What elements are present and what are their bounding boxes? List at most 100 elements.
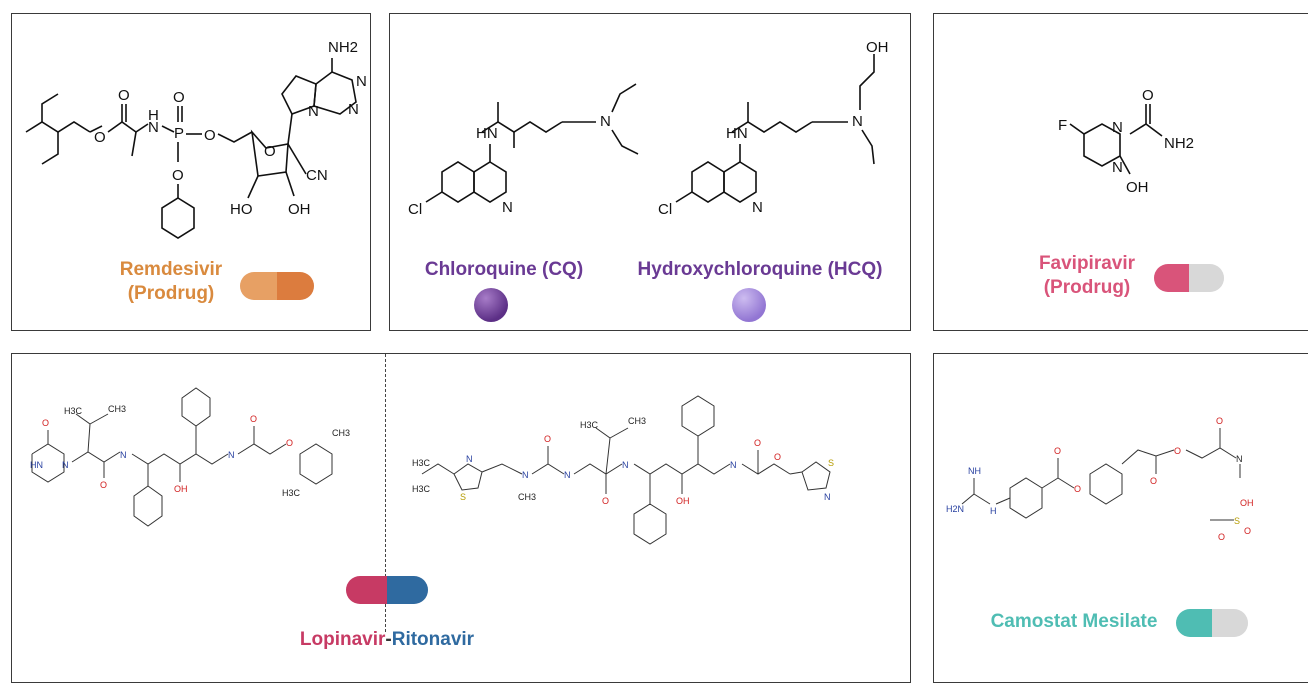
svg-text:HN: HN (726, 125, 748, 142)
svg-text:H: H (148, 107, 159, 124)
svg-text:H2N: H2N (946, 504, 964, 514)
svg-text:O: O (250, 414, 257, 424)
svg-text:N: N (564, 470, 571, 480)
remdesivir-panel: O O H N P O O O O HO OH CN N N N (11, 13, 371, 331)
svg-text:O: O (1142, 87, 1154, 104)
svg-text:N: N (148, 119, 159, 136)
pill-icon (474, 288, 508, 322)
svg-text:HO: HO (230, 201, 253, 218)
favipiravir-name: Favipiravir (1038, 253, 1136, 274)
capsule-icon (1176, 609, 1248, 637)
svg-text:OH: OH (676, 496, 690, 506)
svg-text:S: S (1234, 516, 1240, 526)
svg-text:OH: OH (1126, 179, 1149, 196)
svg-text:O: O (544, 434, 551, 444)
svg-text:O: O (1054, 446, 1061, 456)
svg-text:HN: HN (476, 125, 498, 142)
svg-text:O: O (286, 438, 293, 448)
remdesivir-label: Remdesivir (Prodrug) (106, 258, 236, 306)
svg-text:N: N (308, 103, 319, 120)
svg-text:O: O (1150, 476, 1157, 486)
divider-line (385, 354, 386, 632)
svg-text:O: O (118, 87, 130, 104)
svg-text:NH2: NH2 (1164, 135, 1194, 152)
svg-text:O: O (1244, 526, 1251, 536)
svg-text:N: N (1236, 454, 1243, 464)
atom-o: O (94, 129, 106, 146)
svg-text:OH: OH (288, 201, 311, 218)
camostat-structure: NH H2N H O O O O O N S OH O O (946, 416, 1254, 542)
lopinavir-ritonavir-panel: O HN N H3C CH3 O N OH N O O CH3 H3C H3C … (11, 353, 911, 683)
svg-text:N: N (120, 450, 127, 460)
chloroquine-label: Chloroquine (CQ) (424, 259, 584, 280)
svg-text:O: O (754, 438, 761, 448)
pill-icon (732, 288, 766, 322)
svg-text:O: O (1218, 532, 1225, 542)
svg-text:CH3: CH3 (332, 428, 350, 438)
ritonavir-name: Ritonavir (391, 629, 475, 650)
svg-text:O: O (172, 167, 184, 184)
svg-text:H: H (990, 506, 997, 516)
svg-text:CH3: CH3 (518, 492, 536, 502)
svg-text:N: N (356, 73, 367, 90)
svg-text:OH: OH (1240, 498, 1254, 508)
svg-text:O: O (204, 127, 216, 144)
svg-text:O: O (100, 480, 107, 490)
remdesivir-structure: O O H N P O O O O HO OH CN N N N (25, 39, 367, 239)
svg-text:O: O (1174, 446, 1181, 456)
svg-text:NH2: NH2 (328, 39, 358, 56)
svg-text:N: N (824, 492, 831, 502)
svg-text:P: P (174, 125, 184, 142)
svg-text:N: N (730, 460, 737, 470)
svg-text:N: N (852, 113, 863, 130)
capsule-icon (346, 576, 428, 604)
svg-text:CH3: CH3 (108, 404, 126, 414)
favipiravir-panel: N N F O NH2 OH Favipiravir (Prodrug) (933, 13, 1308, 331)
svg-text:S: S (828, 458, 834, 468)
svg-text:N: N (228, 450, 235, 460)
svg-text:N: N (466, 454, 473, 464)
svg-text:O: O (173, 89, 185, 106)
hydroxychloroquine-label: Hydroxychloroquine (HCQ) (637, 259, 883, 280)
ritonavir-structure: H3C H3C N S N CH3 O N H3C CH3 O N OH N O… (412, 395, 834, 545)
svg-text:H3C: H3C (412, 458, 431, 468)
svg-text:NH: NH (968, 466, 981, 476)
hydroxychloroquine-structure: HN N OH N Cl (658, 39, 889, 218)
svg-text:O: O (264, 143, 276, 160)
svg-text:O: O (42, 418, 49, 428)
svg-text:N: N (1112, 159, 1123, 176)
remdesivir-name: Remdesivir (119, 259, 223, 280)
svg-text:H3C: H3C (64, 406, 83, 416)
chloroquine-structure: HN N N Cl (408, 83, 639, 218)
svg-text:F: F (1058, 117, 1067, 134)
svg-text:N: N (522, 470, 529, 480)
svg-text:Cl: Cl (408, 201, 422, 218)
svg-text:N: N (502, 199, 513, 216)
svg-text:H3C: H3C (580, 420, 599, 430)
svg-text:HN: HN (30, 460, 43, 470)
chloroquine-panel: HN N N Cl HN N OH N Cl Chloroquine (CQ) … (389, 13, 911, 331)
lopinavir-name: Lopinavir (299, 629, 386, 650)
camostat-panel: NH H2N H O O O O O N S OH O O Camostat M… (933, 353, 1308, 683)
favipiravir-structure: N N F O NH2 OH (1058, 87, 1194, 196)
svg-text:O: O (1074, 484, 1081, 494)
lopinavir-ritonavir-label: Lopinavir-Ritonavir (242, 628, 532, 652)
svg-text:O: O (1216, 416, 1223, 426)
capsule-icon (240, 272, 314, 300)
svg-text:S: S (460, 492, 466, 502)
remdesivir-note: (Prodrug) (127, 283, 215, 304)
capsule-icon (1154, 264, 1224, 292)
svg-text:N: N (622, 460, 629, 470)
svg-text:N: N (62, 460, 69, 470)
svg-text:N: N (348, 101, 359, 118)
favipiravir-note: (Prodrug) (1043, 277, 1131, 298)
camostat-label: Camostat Mesilate (990, 611, 1158, 632)
svg-text:O: O (602, 496, 609, 506)
name-separator: - (385, 629, 392, 650)
favipiravir-label: Favipiravir (Prodrug) (1022, 252, 1152, 300)
svg-text:OH: OH (866, 39, 889, 56)
svg-text:CN: CN (306, 167, 328, 184)
svg-text:H3C: H3C (412, 484, 431, 494)
svg-text:O: O (774, 452, 781, 462)
svg-text:N: N (752, 199, 763, 216)
